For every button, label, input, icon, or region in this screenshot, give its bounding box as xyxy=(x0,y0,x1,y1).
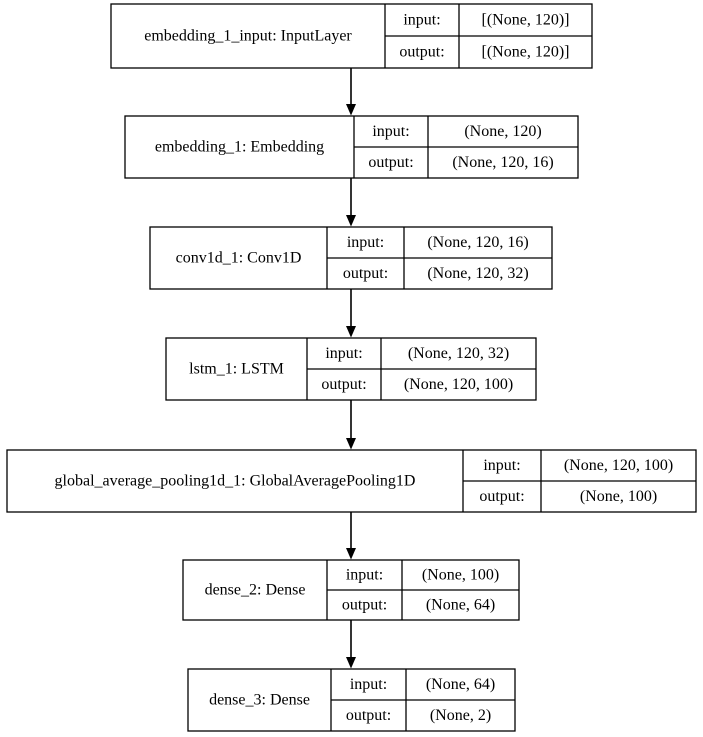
output-shape: (None, 100) xyxy=(580,488,657,505)
input-shape: (None, 100) xyxy=(422,567,499,584)
layer-name: global_average_pooling1d_1: GlobalAverag… xyxy=(55,473,416,490)
output-shape: [(None, 120)] xyxy=(482,44,570,61)
layer-name: embedding_1_input: InputLayer xyxy=(144,28,352,45)
output-shape: (None, 120, 100) xyxy=(404,376,513,393)
output-shape: (None, 64) xyxy=(426,597,495,614)
output-label: output: xyxy=(368,154,413,171)
arrow-head xyxy=(346,104,356,116)
layer-node: dense_3: Dense input: output: (None, 64) (No… xyxy=(187,668,516,732)
layer-node: embedding_1_input: InputLayer input: outpu… xyxy=(110,3,593,69)
arrow-head xyxy=(346,438,356,450)
layer-node: dense_2: Dense input: output: (None, 100) (N… xyxy=(182,559,520,621)
arrow-head xyxy=(346,326,356,338)
output-label: output: xyxy=(342,597,387,614)
output-label: output: xyxy=(479,488,524,505)
layer-name: dense_3: Dense xyxy=(209,692,310,709)
input-shape: (None, 120, 100) xyxy=(564,457,673,474)
input-shape: (None, 120) xyxy=(464,123,541,140)
layer-node: global_average_pooling1d_1: GlobalAverag… xyxy=(6,449,697,513)
layer-node: lstm_1: LSTM input: output: (None, 120, 32)… xyxy=(165,337,537,401)
output-shape: (None, 120, 32) xyxy=(427,265,528,282)
input-label: input: xyxy=(483,457,520,474)
output-shape: (None, 2) xyxy=(430,707,491,724)
output-label: output: xyxy=(321,376,366,393)
input-shape: [(None, 120)] xyxy=(482,12,570,29)
arrow-head xyxy=(346,548,356,560)
output-label: output: xyxy=(399,44,444,61)
layer-name: lstm_1: LSTM xyxy=(189,361,284,378)
input-shape: (None, 64) xyxy=(426,676,495,693)
layer-node: embedding_1: Embedding input: output: (None… xyxy=(124,115,579,179)
input-label: input: xyxy=(347,234,384,251)
input-shape: (None, 120, 32) xyxy=(408,345,509,362)
input-label: input: xyxy=(403,12,440,29)
input-label: input: xyxy=(325,345,362,362)
arrow-head xyxy=(346,215,356,227)
output-label: output: xyxy=(343,265,388,282)
output-label: output: xyxy=(346,707,391,724)
arrow-head xyxy=(346,657,356,669)
output-shape: (None, 120, 16) xyxy=(452,154,553,171)
layer-name: conv1d_1: Conv1D xyxy=(176,250,302,267)
layer-name: embedding_1: Embedding xyxy=(155,139,324,156)
input-label: input: xyxy=(346,567,383,584)
layer-name: dense_2: Dense xyxy=(205,582,306,599)
layer-node: conv1d_1: Conv1D input: output: (None, 120,… xyxy=(149,226,553,290)
input-label: input: xyxy=(350,676,387,693)
input-label: input: xyxy=(372,123,409,140)
input-shape: (None, 120, 16) xyxy=(427,234,528,251)
